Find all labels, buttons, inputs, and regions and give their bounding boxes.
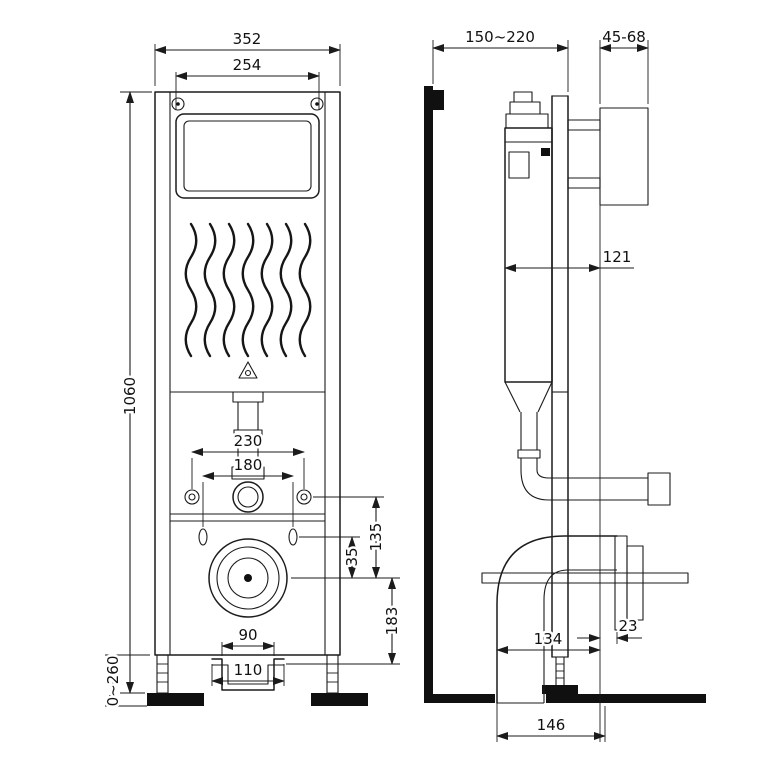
dim-label-35: 35: [343, 547, 361, 566]
dim-label-135: 135: [367, 523, 385, 552]
dim-label-45-68: 45-68: [602, 28, 646, 46]
wall-section: [424, 86, 444, 703]
dim-label-90: 90: [238, 626, 257, 644]
dim-bracket-outer: 110: [211, 659, 285, 686]
dim-overall-height: 1060: [119, 91, 152, 694]
dim-label-230: 230: [234, 432, 263, 450]
dim-waste-offset: 134: [496, 628, 601, 654]
water-waves-icon: [184, 222, 312, 358]
fixing-bolt-holes: [184, 489, 312, 546]
dim-bracket-inner: 90: [221, 624, 275, 656]
dim-leg-adjustment: 0~260: [102, 653, 150, 709]
flush-pipe-side: [517, 412, 671, 506]
dim-label-352: 352: [233, 30, 262, 48]
dim-pipe-spacing-inner: 180: [202, 454, 294, 527]
dim-waste-floor-offset: 146: [496, 703, 606, 742]
dim-label-23: 23: [618, 617, 637, 635]
waste-outlet-circle: [208, 538, 288, 618]
dim-label-254: 254: [233, 56, 262, 74]
dim-offset-chain: 35 135 183: [286, 496, 404, 665]
floor-section: [424, 694, 706, 703]
front-view: 352 254 1060 0~260 230: [102, 28, 404, 709]
dim-label-180: 180: [234, 456, 263, 474]
corner-screw-holes: [171, 97, 324, 111]
frame-rail-side: [542, 95, 578, 694]
side-view: 150~220 45-68 121 23 134 146: [424, 26, 706, 742]
dim-cistern-depth: 121: [504, 246, 634, 272]
dim-label-146: 146: [537, 716, 566, 734]
waste-elbow-side: [481, 535, 689, 704]
dim-label-1060: 1060: [121, 377, 139, 415]
dim-wall-finish: 45-68: [599, 26, 649, 104]
dim-label-183: 183: [383, 607, 401, 636]
finished-wall-section: [567, 107, 649, 742]
dim-label-150-220: 150~220: [465, 28, 535, 46]
dim-panel-width: 254: [175, 54, 320, 110]
access-panel: [175, 113, 320, 199]
dim-label-110: 110: [234, 661, 263, 679]
adjustable-feet: [147, 654, 368, 706]
dim-wc-offset: 23: [577, 615, 642, 644]
dim-label-121: 121: [603, 248, 632, 266]
dim-mounting-depth: 150~220: [432, 26, 569, 92]
dim-label-0-260: 0~260: [104, 656, 122, 707]
logo-triangle-icon: [238, 361, 258, 379]
dim-label-134: 134: [534, 630, 563, 648]
dim-pipe-spacing-outer: 230: [191, 430, 305, 489]
frame-outline: [154, 91, 341, 656]
cistern-side: [504, 91, 553, 413]
dim-overall-width: 352: [154, 28, 341, 86]
